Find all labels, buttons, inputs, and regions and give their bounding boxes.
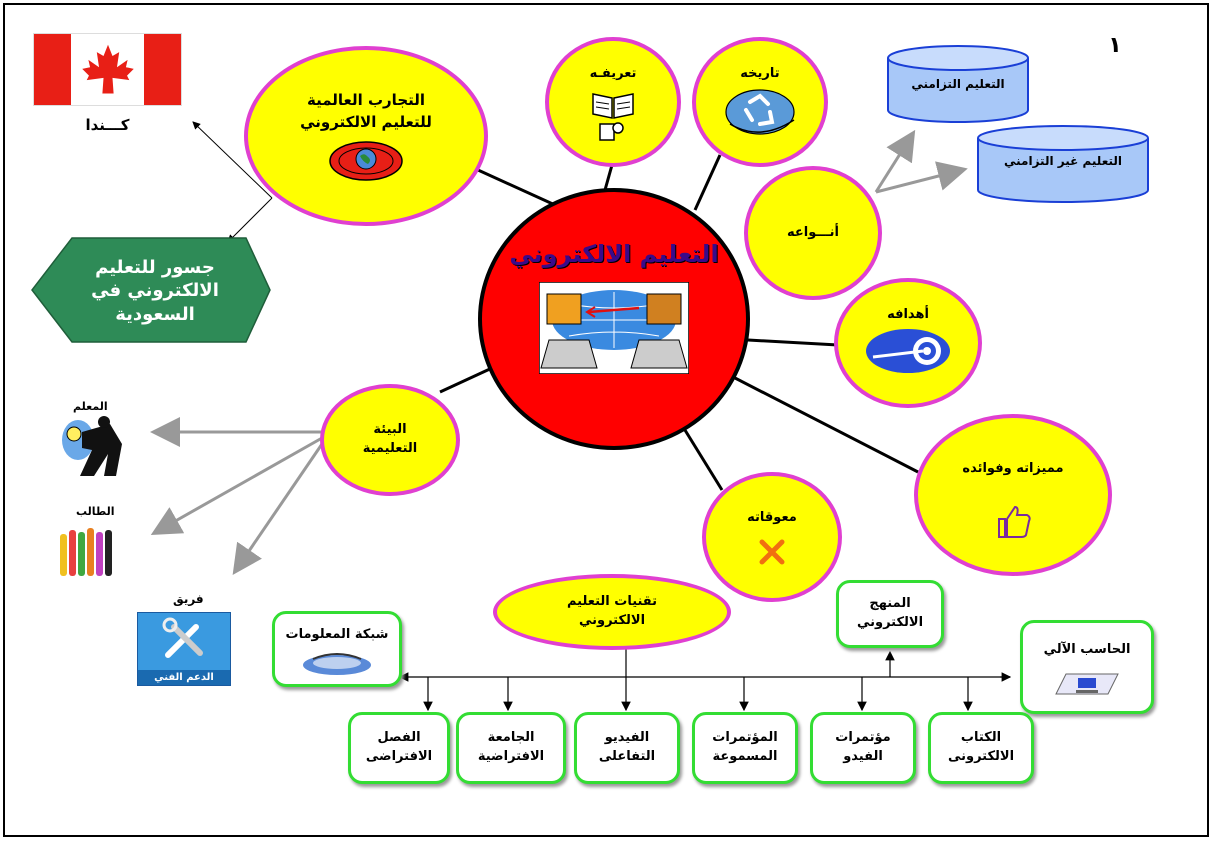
teacher-icon (62, 416, 122, 476)
tech-interactive-video[interactable]: الفيديو التفاعلى (574, 712, 680, 784)
student-label: الطالب (76, 505, 115, 518)
virtual-class-label: الفصل الافتراضى (365, 730, 433, 764)
arrow-to-async (875, 161, 968, 194)
teacher-label: المعلم (73, 400, 108, 413)
team-banner: الدعم الفني (138, 670, 230, 685)
computer-label: الحاسب الآلي (1043, 642, 1131, 657)
computer-icon (1055, 673, 1119, 695)
arrow-to-sync (874, 129, 916, 193)
technologies-label: تقنيات التعليم الالكتروني (566, 594, 658, 628)
team-card: الدعم الفني (137, 612, 231, 686)
globe-icon (329, 140, 403, 181)
x-mark-icon (759, 539, 785, 565)
tech-virtual-class[interactable]: الفصل الافتراضى (348, 712, 450, 784)
computers-icon (539, 282, 689, 374)
global-experiences-label: التجارب العالمية للتعليم الالكتروني (300, 91, 432, 131)
spoke-goals (747, 338, 839, 347)
node-advantages[interactable]: مميزاته وفوائده (914, 414, 1112, 576)
tech-curriculum[interactable]: المنهج الالكتروني (836, 580, 944, 648)
center-hub[interactable]: التعليم الالكتروني (478, 188, 750, 450)
tech-audio-conferences[interactable]: المؤتمرات المسموعة (692, 712, 798, 784)
node-goals[interactable]: أهدافه (834, 278, 982, 408)
network-label: شبكة المعلومات (285, 627, 389, 642)
book-icon (592, 92, 634, 141)
types-label: أنـــواعه (786, 224, 840, 240)
node-technologies[interactable]: تقنيات التعليم الالكتروني (493, 574, 731, 650)
spoke-history (693, 154, 722, 211)
node-global-experiences[interactable]: التجارب العالمية للتعليم الالكتروني (244, 46, 488, 226)
virtual-university-label: الجامعة الافتراضية (477, 730, 545, 764)
thumbs-up-icon (998, 505, 1031, 538)
cylinder-asynchronous (977, 125, 1149, 203)
canada-label: كـــندا (85, 116, 130, 135)
page-number: ١ (1108, 32, 1122, 58)
node-learning-environment[interactable]: البيئة التعليمية (320, 384, 460, 496)
page-frame (3, 3, 1209, 837)
node-definition[interactable]: تعريفـه (545, 37, 681, 167)
tech-network[interactable]: شبكة المعلومات (272, 611, 402, 687)
obstacles-label: معوقاته (747, 509, 797, 525)
audio-conferences-label: المؤتمرات المسموعة (712, 730, 778, 764)
sync-label: التعليم التزامني (911, 77, 1004, 91)
tech-virtual-university[interactable]: الجامعة الافتراضية (456, 712, 566, 784)
async-label: التعليم غير التزامني (1004, 154, 1122, 168)
history-label: تاريخه (740, 66, 780, 81)
recycle-icon (725, 89, 795, 135)
environment-label: البيئة التعليمية (362, 422, 418, 456)
advantages-label: مميزاته وفوائده (962, 461, 1064, 476)
bridges-label: جسور للتعليم الالكتروني في السعودية (91, 256, 219, 325)
arrow-to-team (232, 443, 324, 575)
video-conferences-label: مؤتمرات الفيدو (835, 730, 891, 764)
spoke-definition (603, 164, 614, 191)
cylinder-synchronous (887, 45, 1029, 123)
node-obstacles[interactable]: معوقاته (702, 472, 842, 602)
goals-label: أهدافه (887, 307, 929, 322)
interactive-video-label: الفيديو التفاعلى (598, 730, 656, 764)
spoke-global (477, 168, 556, 207)
node-types[interactable]: أنـــواعه (744, 166, 882, 300)
curriculum-label: المنهج الالكتروني (856, 596, 924, 630)
canada-flag (33, 33, 182, 106)
ebook-label: الكتاب الالكترونى (947, 730, 1015, 764)
arrow-to-student (150, 436, 323, 535)
maple-leaf-icon (81, 44, 134, 94)
tech-computer[interactable]: الحاسب الآلي (1020, 620, 1154, 714)
spoke-advantages (734, 376, 919, 474)
spoke-environment (439, 366, 493, 394)
node-history[interactable]: تاريخه (692, 37, 828, 167)
students-icon (60, 528, 112, 576)
definition-label: تعريفـه (589, 66, 637, 81)
network-icon (303, 652, 371, 675)
tech-ebook[interactable]: الكتاب الالكترونى (928, 712, 1034, 784)
target-icon (866, 328, 950, 373)
spoke-obstacles (678, 421, 724, 491)
tech-video-conferences[interactable]: مؤتمرات الفيدو (810, 712, 916, 784)
center-title: التعليم الالكتروني (509, 240, 719, 268)
team-label: فريق (173, 592, 204, 606)
arrow-to-bridges (227, 197, 273, 243)
bridges-shape[interactable] (31, 237, 271, 343)
arrow-to-canada (192, 121, 273, 199)
tools-icon (162, 617, 203, 658)
